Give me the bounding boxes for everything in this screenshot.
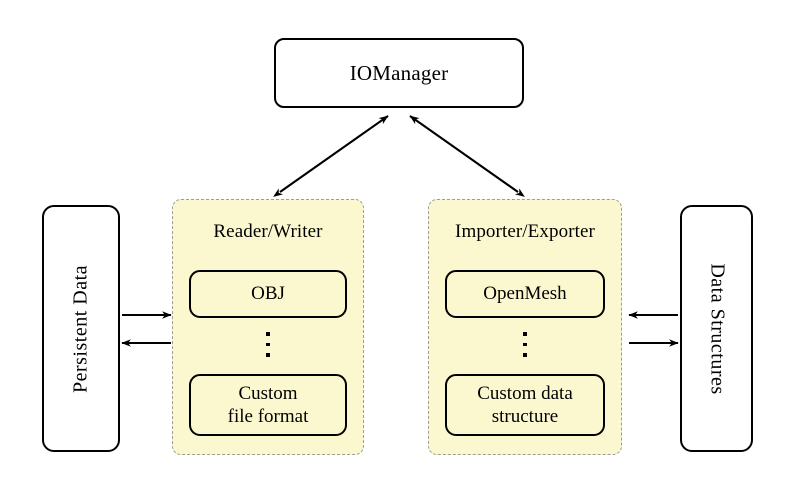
importer-exporter-ellipsis-icon bbox=[429, 332, 621, 357]
importer-exporter-item-openmesh-label: OpenMesh bbox=[483, 283, 567, 305]
arrow-manager-importer-exporter bbox=[409, 115, 525, 197]
io-manager-label: IOManager bbox=[349, 60, 449, 85]
arrow-manager-reader-writer bbox=[273, 115, 389, 197]
reader-writer-item-obj-label: OBJ bbox=[251, 283, 285, 305]
custom-data-structure-line2: structure bbox=[491, 406, 559, 427]
data-structures-label: Data Structures bbox=[706, 262, 728, 395]
reader-writer-item-obj[interactable]: OBJ bbox=[189, 270, 347, 318]
custom-file-format-line1: Custom bbox=[238, 382, 298, 404]
reader-writer-item-custom-file-format[interactable]: Custom file format bbox=[189, 374, 347, 436]
importer-exporter-item-custom-data-structure-label: Custom data structure bbox=[477, 382, 573, 428]
custom-file-format-line2: file format bbox=[227, 406, 309, 427]
importer-exporter-item-custom-data-structure[interactable]: Custom data structure bbox=[445, 374, 605, 436]
reader-writer-item-custom-file-format-label: Custom file format bbox=[228, 382, 309, 428]
reader-writer-ellipsis-icon bbox=[173, 332, 363, 357]
importer-exporter-item-openmesh[interactable]: OpenMesh bbox=[445, 270, 605, 318]
reader-writer-group[interactable]: Reader/Writer OBJ Custom file format bbox=[172, 199, 364, 455]
importer-exporter-group[interactable]: Importer/Exporter OpenMesh Custom data s… bbox=[428, 199, 622, 455]
custom-data-structure-line1: Custom data bbox=[477, 382, 573, 404]
persistent-data-node[interactable]: Persistent Data bbox=[42, 205, 120, 452]
data-structures-node[interactable]: Data Structures bbox=[680, 205, 753, 452]
persistent-data-label: Persistent Data bbox=[69, 264, 92, 393]
io-manager-node[interactable]: IOManager bbox=[274, 38, 524, 108]
reader-writer-group-title: Reader/Writer bbox=[213, 221, 323, 242]
importer-exporter-group-title: Importer/Exporter bbox=[455, 221, 595, 242]
